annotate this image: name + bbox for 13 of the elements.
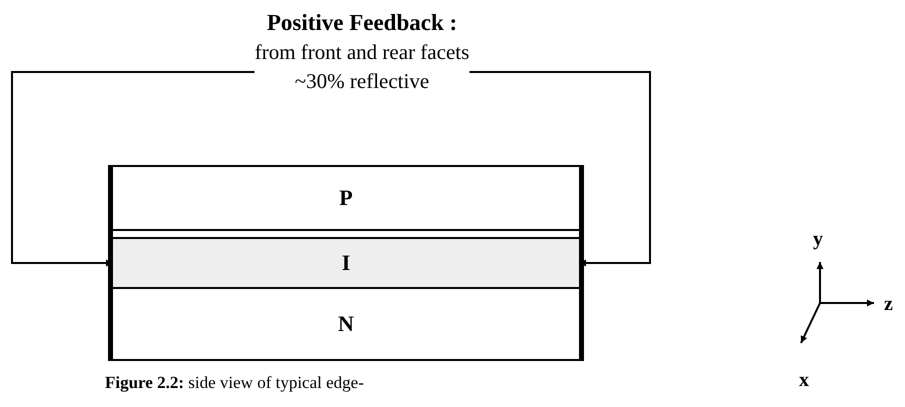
layer-label: N: [338, 311, 354, 337]
axis-label: x: [799, 370, 809, 390]
layer-label: I: [342, 250, 350, 276]
feedback-arrow: [11, 71, 254, 266]
layer-label: P: [339, 185, 353, 211]
feedback-heading: Positive Feedback :: [266, 9, 458, 37]
feedback-description: from front and rear facets ~30% reflective: [254, 39, 470, 95]
semiconductor-layer: [113, 237, 579, 289]
figure-caption: Figure 2.2: side view of typical edge-: [105, 372, 364, 394]
feedback-arrow: [470, 71, 651, 266]
axis-label: z: [884, 294, 893, 314]
axis-label: y: [813, 229, 823, 249]
laser-diode-box: [108, 165, 584, 361]
